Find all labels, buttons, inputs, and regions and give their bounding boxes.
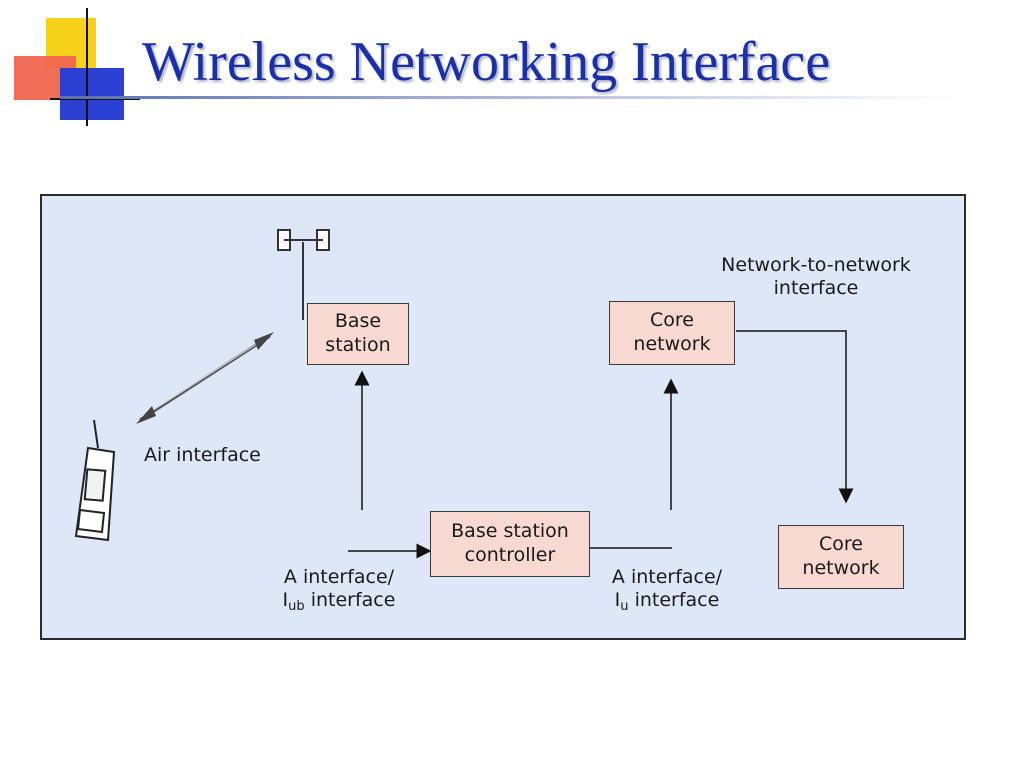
base-station-line1: Base [334, 310, 382, 333]
a-iub-i: I [282, 588, 289, 611]
logo-blue-square [60, 68, 124, 120]
base-station-box: Base station [307, 303, 409, 365]
a-iub-interface-label: A interface/ Iub interface [264, 566, 414, 614]
slide-logo-decoration [14, 8, 140, 126]
core-network-top-line2: network [633, 333, 711, 355]
a-iu-interface-label: A interface/ Iu interface [592, 566, 742, 614]
air-interface-label: Air interface [144, 444, 261, 466]
core-network-right-line1: Core [819, 533, 863, 556]
antenna-icon [277, 229, 330, 320]
core-network-right-line2: network [802, 557, 880, 579]
a-iub-rest: interface [304, 588, 396, 611]
bsc-line1: Base station [451, 520, 569, 543]
air-interface-arrow [136, 332, 274, 424]
core-network-top-box: Core network [609, 301, 735, 365]
a-iub-subscript: ub [288, 598, 305, 614]
base-station-line2: station [325, 334, 391, 356]
title-underline [60, 96, 960, 99]
a-iu-rest: interface [628, 588, 720, 611]
a-iu-line1: A interface/ [611, 566, 723, 588]
a-iu-subscript: u [620, 598, 629, 614]
slide-title: Wireless Networking Interface [142, 31, 831, 93]
core-network-top-line1: Core [650, 309, 694, 332]
a-iu-i: I [614, 588, 621, 611]
core-network-right-box: Core network [778, 525, 904, 589]
base-station-controller-box: Base station controller [430, 511, 590, 577]
core-to-core-arrow [736, 330, 854, 504]
a-iub-line2: Iub interface [264, 589, 414, 615]
nni-label: Network-to-network interface [700, 254, 932, 300]
a-iub-line1: A interface/ [283, 566, 395, 588]
a-iu-line2: Iu interface [592, 589, 742, 615]
nni-label-line1: Network-to-network [721, 254, 911, 276]
bsc-line2: controller [464, 544, 556, 566]
nni-label-line2: interface [773, 276, 859, 299]
mobile-phone-icon [74, 419, 116, 542]
